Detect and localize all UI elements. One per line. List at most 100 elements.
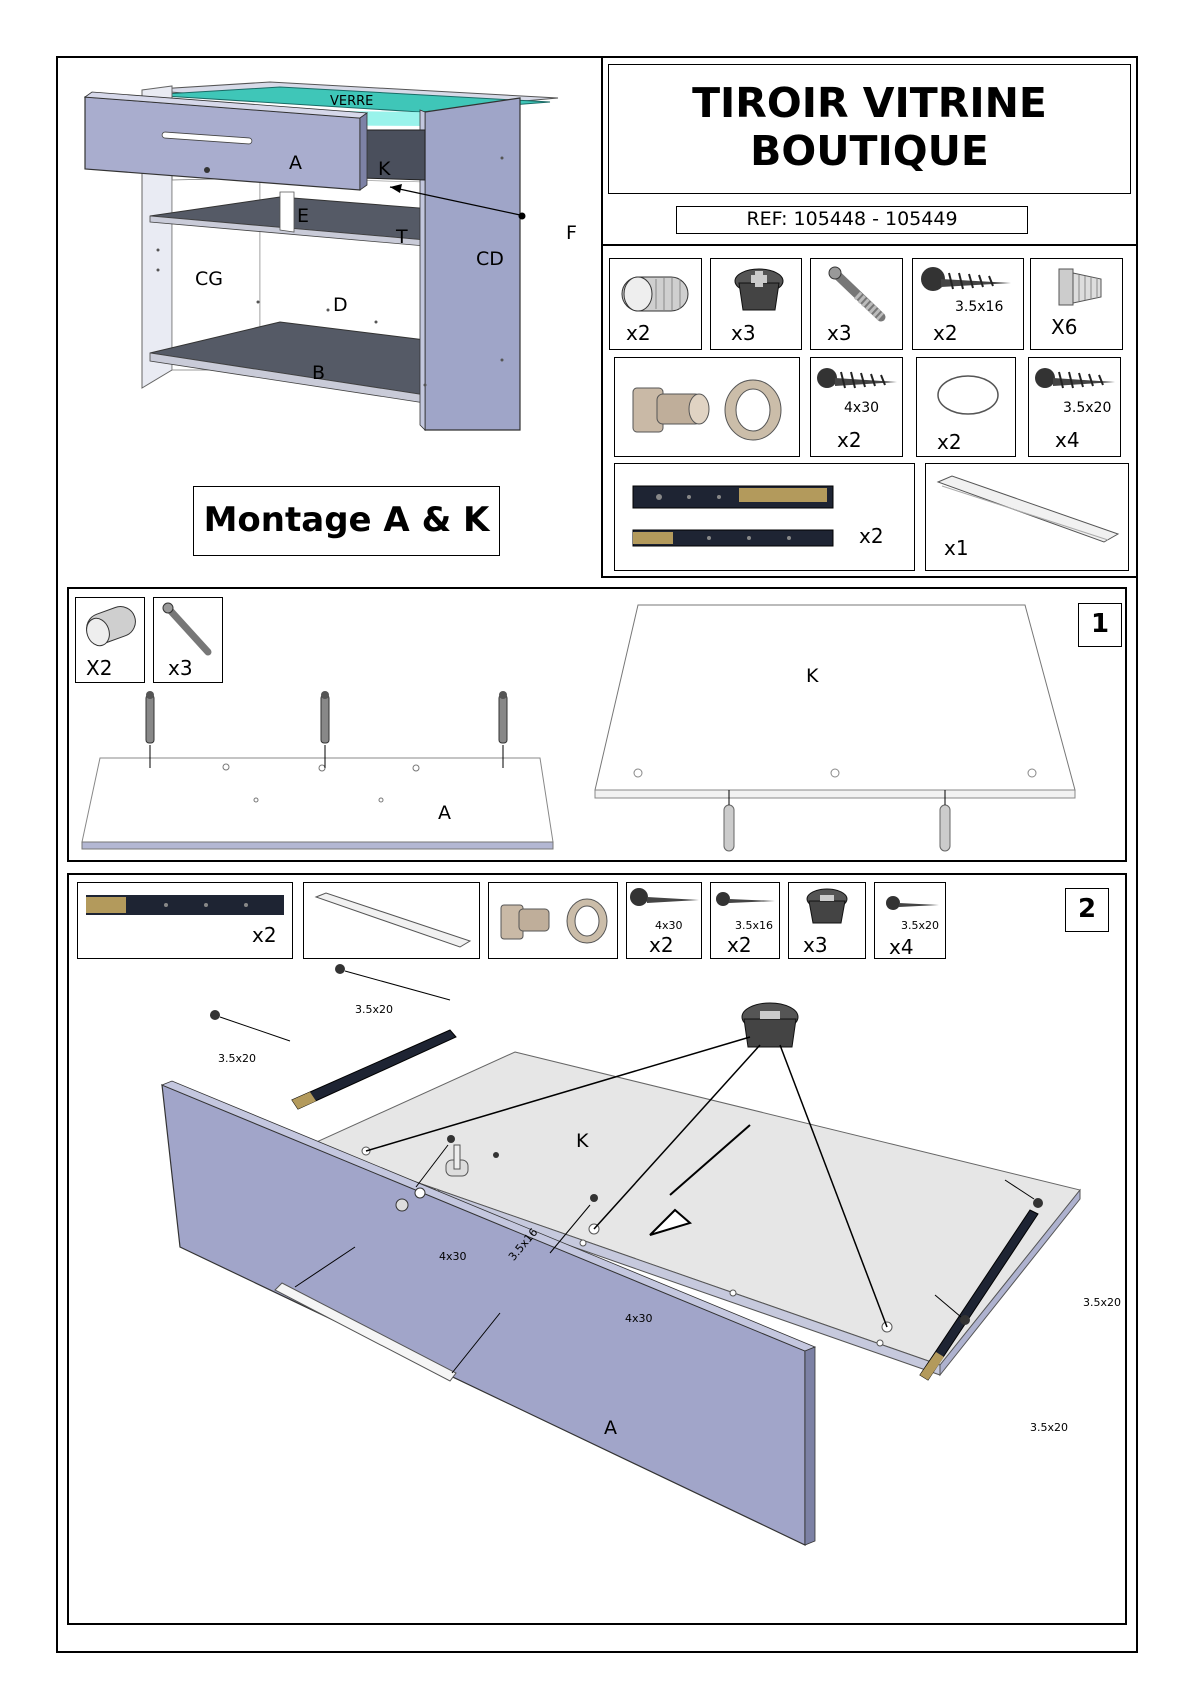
screw-icon — [817, 368, 897, 389]
label-b-overview: B — [312, 362, 326, 384]
screw-icon — [210, 964, 1043, 1325]
step-2-screw-4x30-size: 4x30 — [655, 919, 683, 932]
step-2-slide-box: x2 — [77, 882, 293, 959]
step-2-number-box: 2 — [1065, 888, 1109, 932]
step-2-screw-4x30-qty: x2 — [649, 933, 674, 957]
label-a-overview: A — [289, 152, 302, 174]
screw-icon — [630, 888, 699, 906]
part-cam-lock-qty: x3 — [731, 321, 756, 345]
step-2-lock-box — [488, 882, 618, 959]
part-screw-3520-size: 3.5x20 — [1063, 400, 1112, 416]
label-t-overview: T — [396, 226, 408, 248]
step-1-number-box: 1 — [1078, 603, 1122, 647]
drawer-slide-icon — [291, 1029, 457, 1110]
label-cg-overview: CG — [195, 268, 223, 290]
reference-text: REF: 105448 - 105449 — [746, 208, 958, 230]
step-2-screw-3516-size: 3.5x16 — [735, 919, 774, 932]
part-handle: x1 — [925, 463, 1129, 571]
part-screw-3520: 3.5x20 x4 — [1028, 357, 1121, 457]
step-2-cam-qty: x3 — [803, 933, 828, 957]
step-2-cam-box: x3 — [788, 882, 866, 959]
cam-bolt-icon — [145, 691, 508, 744]
drawer-slide-icon — [632, 485, 834, 547]
callout-screw-tl-2: 3.5x20 — [218, 1052, 257, 1065]
step-1-dowel-box: X2 — [75, 597, 145, 683]
handle-icon — [274, 1282, 457, 1382]
step-1-bolt-box: x3 — [153, 597, 223, 683]
part-screw-3516: 3.5x16 x2 — [912, 258, 1024, 350]
part-anchor: X6 — [1030, 258, 1123, 350]
part-dowel: x2 — [609, 258, 702, 350]
drawer-slide-icon — [86, 895, 284, 915]
part-ring-qty: x2 — [937, 430, 962, 454]
step-2-screw-3520-box: 3.5x20 x4 — [874, 882, 946, 959]
handle-icon — [936, 475, 1120, 543]
callout-screw-r-2: 3.5x20 — [1030, 1421, 1069, 1434]
part-drawer-slide-qty: x2 — [859, 524, 884, 548]
step-2-screw-4x30-box: 4x30 x2 — [626, 882, 702, 959]
step-2-number: 2 — [1077, 894, 1097, 924]
part-cam-bolt-qty: x3 — [827, 321, 852, 345]
part-screw-4x30: 4x30 x2 — [810, 357, 903, 457]
part-screw-4x30-size: 4x30 — [844, 400, 880, 416]
callout-screw-4x30-b: 4x30 — [625, 1312, 653, 1325]
cam-lock-icon — [806, 888, 848, 924]
step-1-panel-k-illustration — [594, 604, 1076, 852]
part-ring: x2 — [916, 357, 1016, 457]
reference-box: REF: 105448 - 105449 — [676, 206, 1028, 234]
title-panel-divider — [601, 244, 1138, 246]
drawer-slide-icon — [919, 1209, 1039, 1381]
step-2-screw-3520-size: 3.5x20 — [901, 919, 940, 932]
montage-label-box: Montage A & K — [193, 486, 500, 556]
screw-icon — [1035, 368, 1115, 389]
cam-bolt-icon — [828, 266, 886, 322]
label-e-overview: E — [297, 205, 310, 227]
part-screw-3516-qty: x2 — [933, 321, 958, 345]
step-1-dowel-qty: X2 — [86, 656, 113, 680]
cam-bolt-icon — [162, 602, 212, 656]
label-verre: VERRE — [330, 94, 374, 109]
step-2-slide-qty: x2 — [252, 923, 277, 947]
part-handle-qty: x1 — [944, 536, 969, 560]
step-1-panel-a-illustration — [81, 691, 554, 850]
step-2-screw-3516-box: 3.5x16 x2 — [710, 882, 780, 959]
label-f-overview: F — [566, 222, 577, 244]
part-drawer-lock — [614, 357, 800, 457]
ring-icon — [937, 375, 999, 415]
step-2-handle-box — [303, 882, 480, 959]
label-d-overview: D — [333, 294, 348, 316]
title-line-2: BOUTIQUE — [750, 127, 989, 175]
callout-screw-r-1: 3.5x20 — [1083, 1296, 1122, 1309]
cam-lock-icon — [741, 1002, 799, 1048]
title-box: TIROIR VITRINE BOUTIQUE — [608, 64, 1131, 194]
part-anchor-qty: X6 — [1051, 315, 1078, 339]
callout-screw-tl-1: 3.5x20 — [355, 1003, 394, 1016]
drawer-lock-icon — [500, 898, 608, 944]
label-k-overview: K — [378, 158, 391, 180]
handle-icon — [314, 892, 472, 948]
callout-screw-4x30-a: 4x30 — [439, 1250, 467, 1263]
screw-icon — [921, 267, 1011, 291]
part-screw-4x30-qty: x2 — [837, 428, 862, 452]
part-drawer-slide: x2 — [614, 463, 915, 571]
cabinet-overview-illustration — [83, 81, 559, 431]
part-cam-lock: x3 — [710, 258, 802, 350]
part-dowel-qty: x2 — [626, 321, 651, 345]
drawer-lock-icon — [632, 379, 782, 441]
part-cam-bolt: x3 — [810, 258, 903, 350]
step-2-screw-3516-qty: x2 — [727, 933, 752, 957]
step-1-bolt-qty: x3 — [168, 656, 193, 680]
plastic-anchor-icon — [1058, 268, 1102, 306]
screw-icon — [716, 892, 775, 906]
step-2-label-k: K — [576, 1130, 589, 1152]
part-screw-3516-size: 3.5x16 — [955, 299, 1004, 315]
drawer-lock-icon — [445, 1144, 469, 1177]
step-2-screw-3520-qty: x4 — [889, 935, 914, 959]
step-1-label-k: K — [806, 665, 819, 687]
dowel-icon — [86, 606, 136, 647]
montage-title: Montage A & K — [203, 500, 490, 540]
step-1-number: 1 — [1090, 609, 1110, 639]
dowel-icon — [723, 804, 951, 852]
title-line-1: TIROIR VITRINE — [692, 79, 1047, 127]
label-cd-overview: CD — [476, 248, 504, 270]
